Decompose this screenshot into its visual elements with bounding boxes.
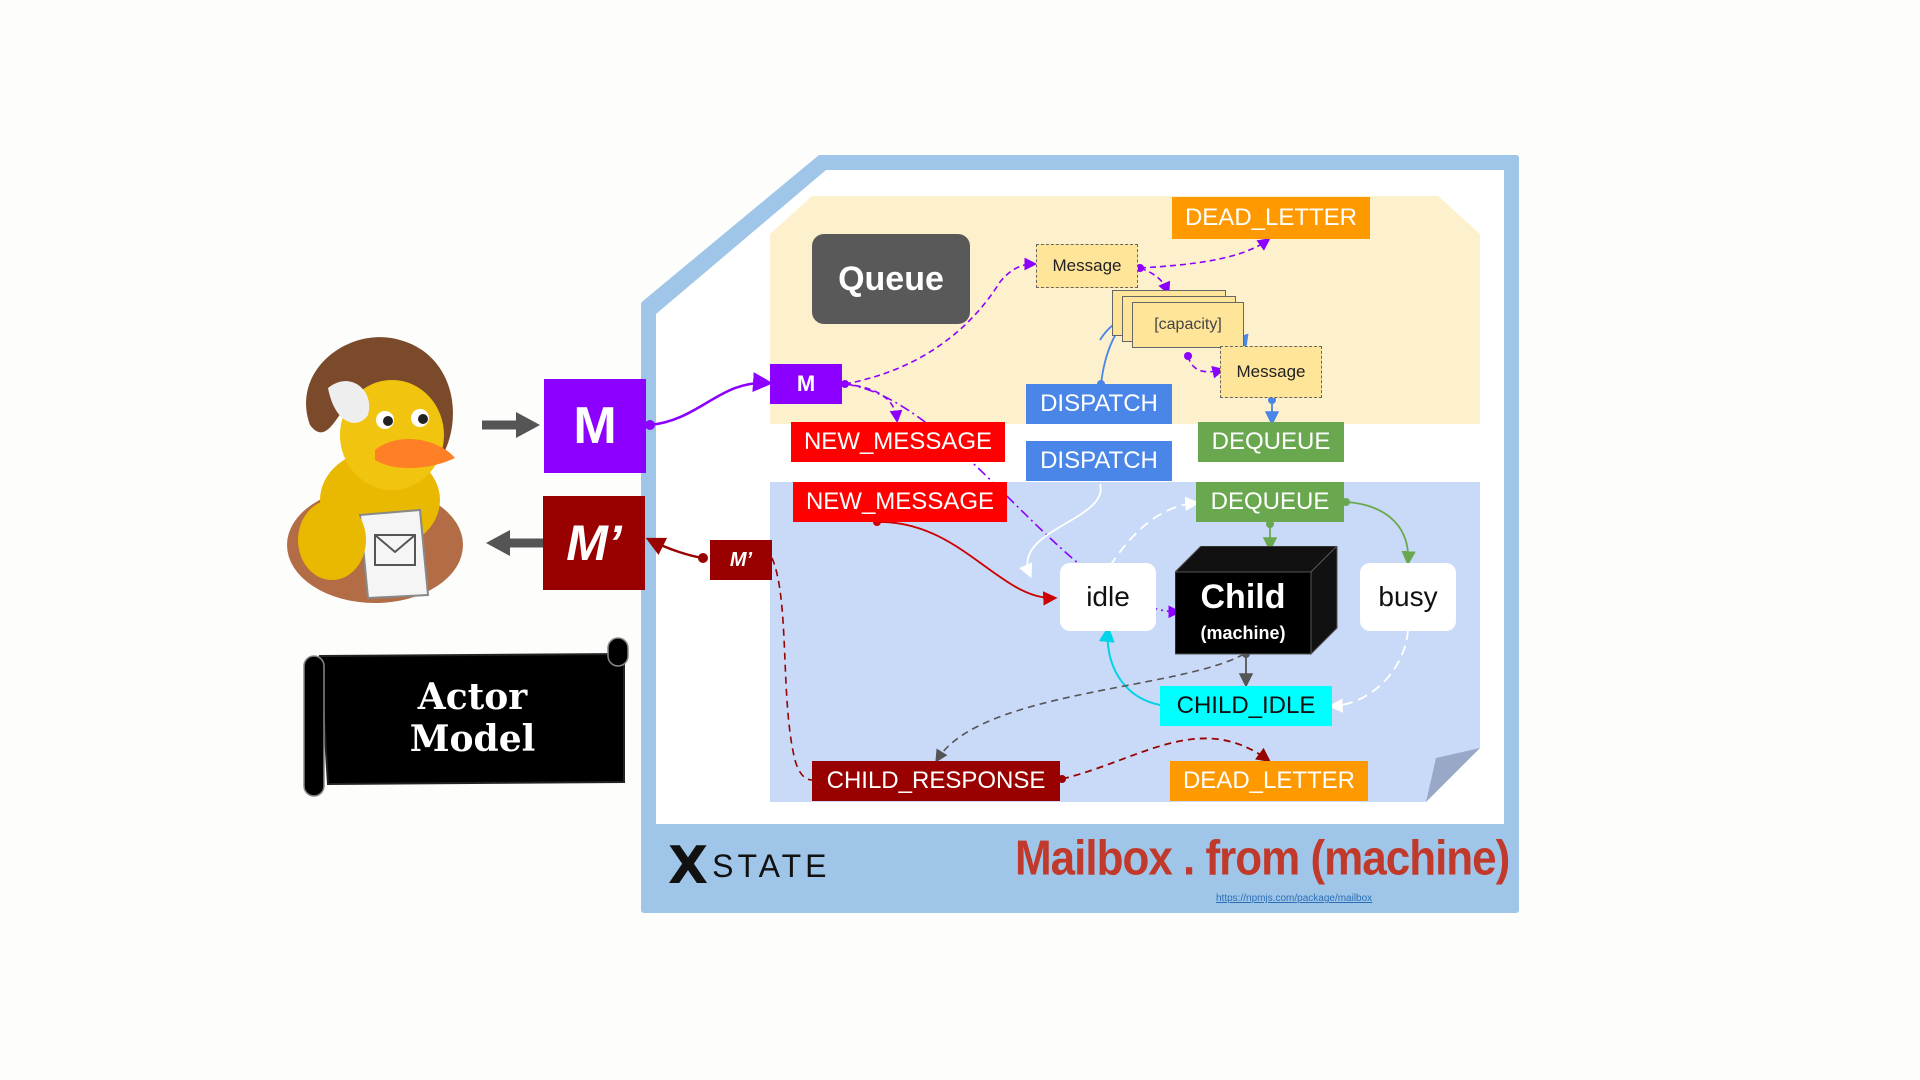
event-child-idle: CHILD_IDLE: [1160, 686, 1332, 726]
receive-arrow-icon: [486, 530, 544, 556]
inbound-message-box: M: [544, 379, 646, 473]
event-dispatch-bottom: DISPATCH: [1026, 441, 1172, 481]
xstate-word: STATE: [712, 847, 831, 884]
event-dead-letter-bottom: DEAD_LETTER: [1170, 761, 1368, 801]
state-idle: idle: [1060, 563, 1156, 631]
duck-mascot-icon: [287, 337, 463, 603]
child-title: Child: [1200, 578, 1286, 616]
queue-message-out: Message: [1220, 346, 1322, 398]
send-arrow-icon: [482, 412, 540, 438]
event-child-response: CHILD_RESPONSE: [812, 761, 1060, 801]
event-dead-letter-top: DEAD_LETTER: [1172, 197, 1370, 239]
outbound-message-small: M’: [710, 540, 772, 580]
machine-zone: [770, 482, 1480, 802]
child-subtitle: (machine): [1200, 623, 1286, 643]
event-dequeue-top: DEQUEUE: [1198, 422, 1344, 462]
inbound-message-small: M: [770, 364, 842, 404]
outbound-message-box: M’: [543, 496, 645, 590]
event-new-message-top: NEW_MESSAGE: [791, 422, 1005, 462]
event-dispatch-top: DISPATCH: [1026, 384, 1172, 424]
event-new-message-bottom: NEW_MESSAGE: [793, 482, 1007, 522]
state-busy: busy: [1360, 563, 1456, 631]
npm-package-link[interactable]: https://npmjs.com/package/mailbox: [1216, 893, 1373, 904]
queue-message-in: Message: [1036, 244, 1138, 288]
event-dequeue-bottom: DEQUEUE: [1196, 482, 1344, 522]
queue-label: Queue: [812, 234, 970, 324]
queue-capacity: [capacity]: [1132, 302, 1244, 348]
scroll-banner-icon: [303, 637, 629, 797]
xstate-logo: X STATE: [668, 840, 830, 892]
diagram-title: Mailbox . from (machine): [1015, 831, 1510, 886]
xstate-x-icon: X: [668, 836, 709, 896]
child-machine-cube-icon: [1175, 546, 1338, 656]
